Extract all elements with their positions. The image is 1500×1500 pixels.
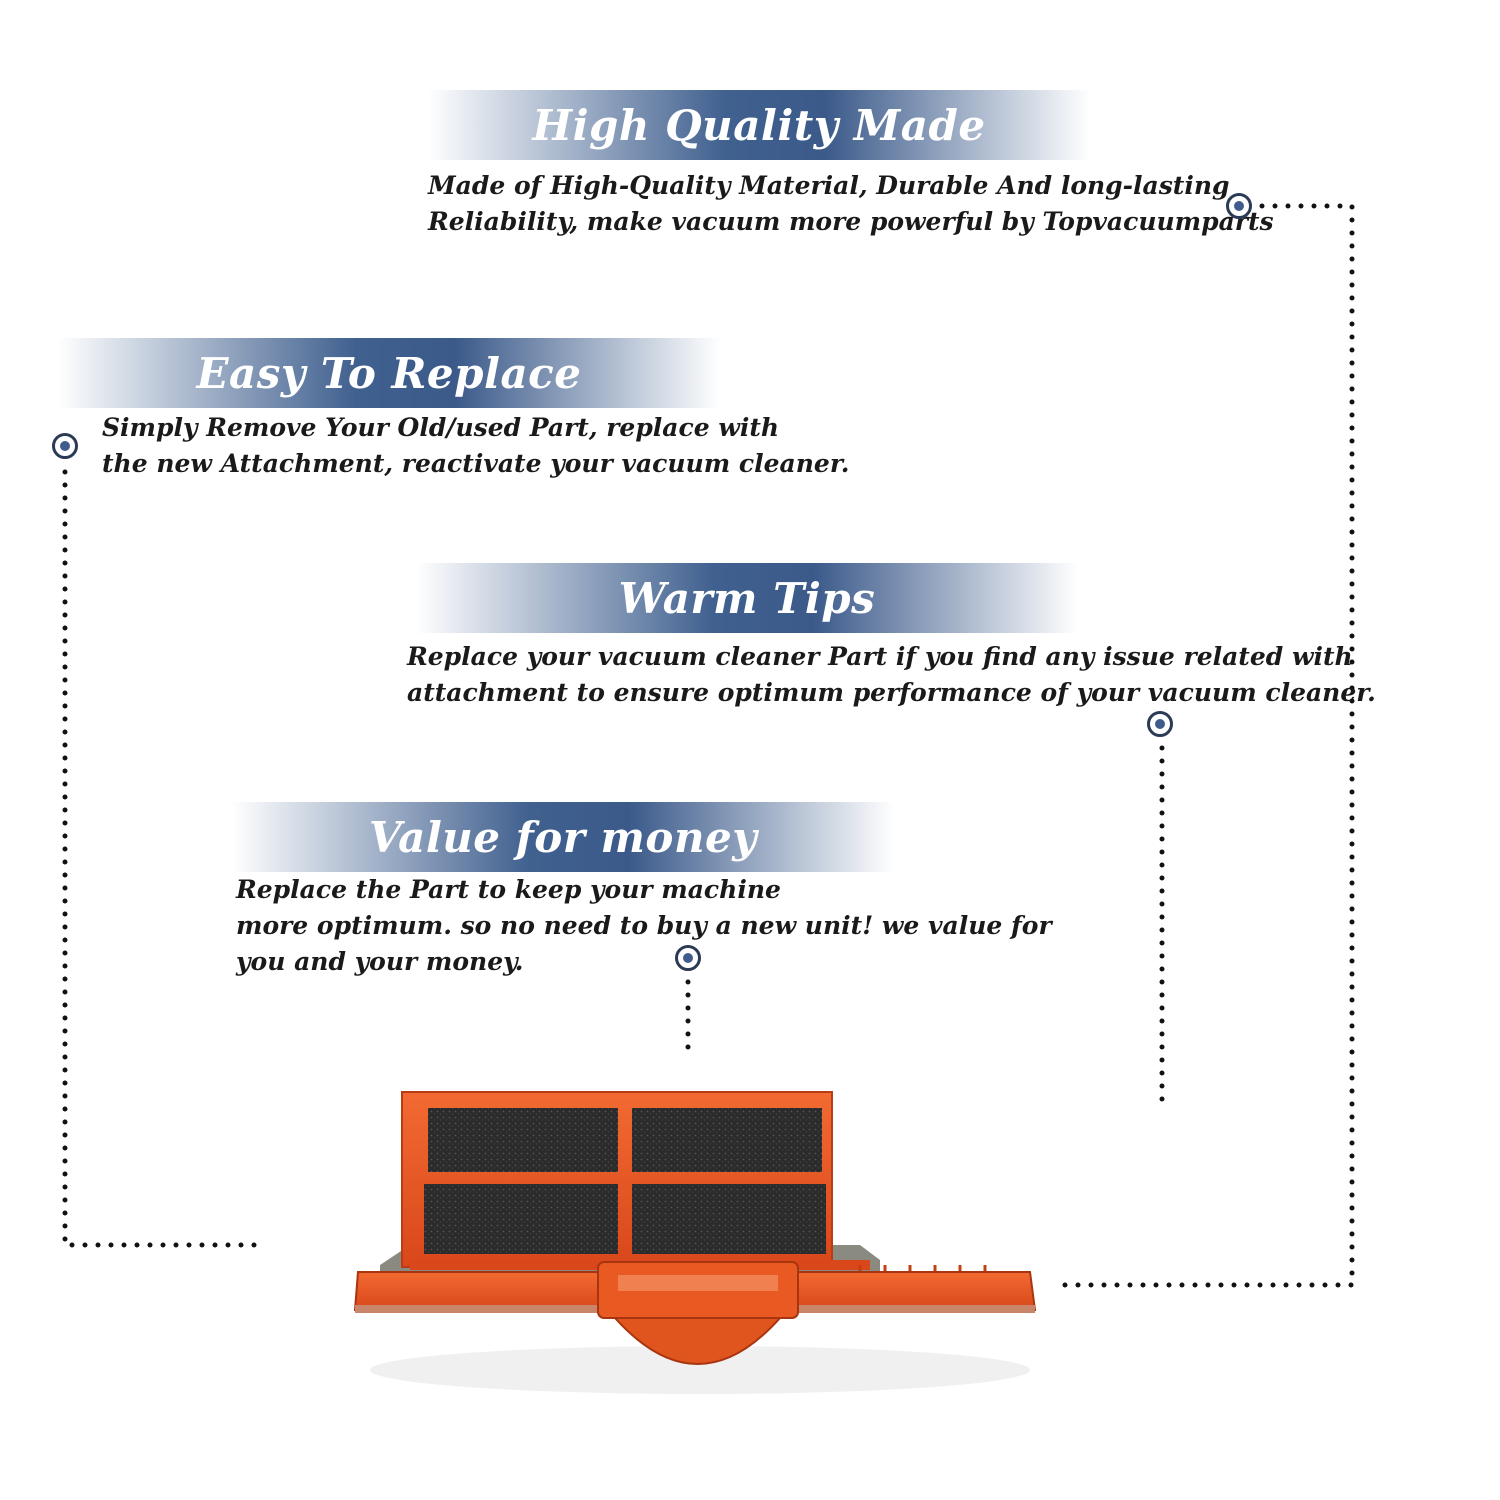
desc-line: more optimum. so no need to buy a new un…	[236, 911, 1052, 940]
vacuum-filter-image	[353, 1091, 1037, 1394]
desc-line: Reliability, make vacuum more powerful b…	[428, 207, 1274, 236]
banner-warm-tips: Warm Tips	[416, 563, 1078, 633]
desc-line: the new Attachment, reactivate your vacu…	[102, 449, 850, 478]
desc-high-quality: Made of High-Quality Material, Durable A…	[428, 168, 1274, 240]
banner-value: Value for money	[232, 802, 894, 872]
bullet-point-icon	[52, 433, 78, 459]
bullet-point-icon	[1147, 711, 1173, 737]
desc-line: attachment to ensure optimum performance…	[407, 678, 1376, 707]
bullet-point-icon	[675, 945, 701, 971]
desc-line: Made of High-Quality Material, Durable A…	[428, 171, 1230, 200]
desc-line: Replace your vacuum cleaner Part if you …	[407, 642, 1353, 671]
banner-easy-replace: Easy To Replace	[58, 338, 720, 408]
title-easy-replace: Easy To Replace	[196, 348, 582, 398]
desc-easy-replace: Simply Remove Your Old/used Part, replac…	[102, 410, 849, 482]
title-value: Value for money	[368, 812, 758, 862]
desc-line: you and your money.	[236, 947, 524, 976]
title-high-quality: High Quality Made	[532, 100, 986, 150]
desc-warm-tips: Replace your vacuum cleaner Part if you …	[407, 639, 1376, 711]
connector-high-quality	[1052, 203, 1355, 1288]
desc-line: Replace the Part to keep your machine	[236, 875, 781, 904]
title-warm-tips: Warm Tips	[618, 573, 876, 623]
desc-value: Replace the Part to keep your machine mo…	[236, 872, 1052, 980]
connector-easy-replace	[62, 469, 265, 1248]
banner-high-quality: High Quality Made	[428, 90, 1090, 160]
bullet-point-icon	[1226, 193, 1252, 219]
desc-line: Simply Remove Your Old/used Part, replac…	[102, 413, 780, 442]
